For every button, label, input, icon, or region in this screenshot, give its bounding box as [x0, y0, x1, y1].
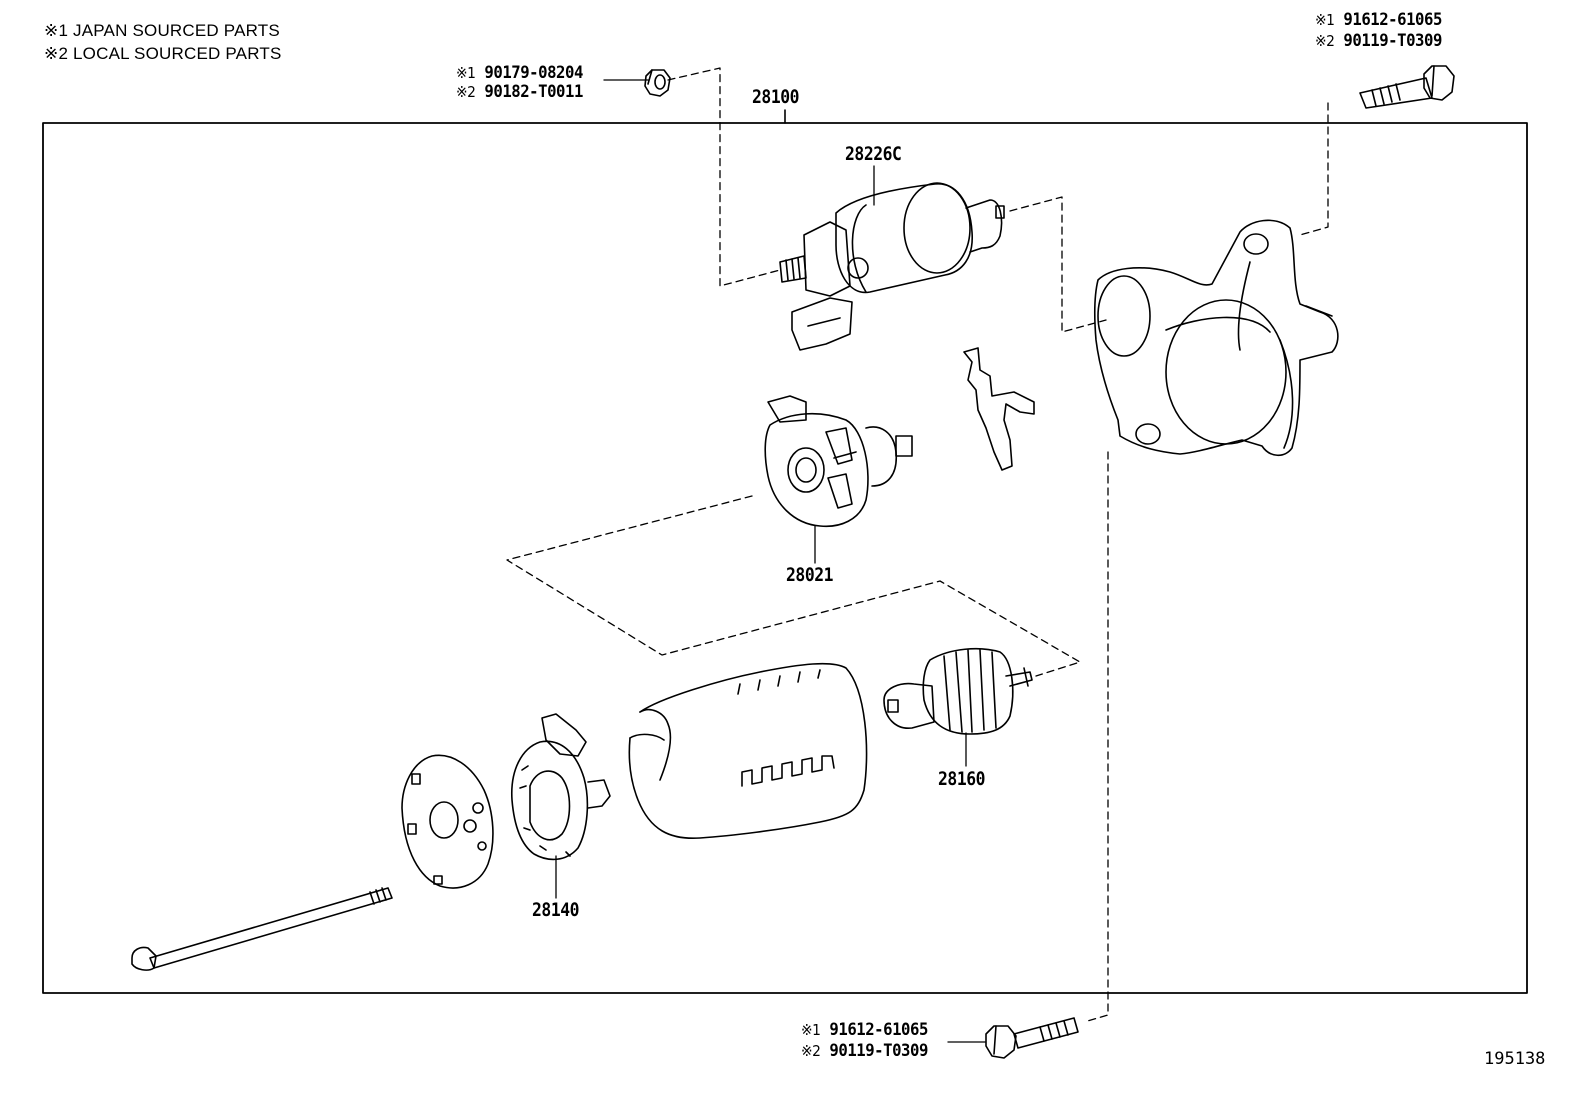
- nut-reference-japan: ※1 90179-08204: [456, 63, 583, 83]
- legend-local-sourced: ※2 LOCAL SOURCED PARTS: [44, 44, 282, 63]
- drive-housing-part: [1093, 219, 1339, 457]
- part-number-end-frame: 28140: [532, 899, 580, 921]
- part-number-assembly: 28100: [752, 86, 800, 108]
- through-bolt-part: [131, 887, 393, 971]
- solenoid-part: [779, 182, 1005, 351]
- assembly-frame: [42, 122, 1528, 994]
- bolt-bottom-part: [985, 1017, 1079, 1059]
- end-frame-part: [511, 713, 611, 861]
- legend-japan-sourced: ※1 JAPAN SOURCED PARTS: [44, 21, 280, 40]
- bolt-bottom-reference-japan: ※1 91612-61065: [801, 1020, 928, 1040]
- assembly-dashed-lines: [506, 67, 1329, 1023]
- shift-lever-part: [963, 347, 1035, 471]
- end-cover-part: [401, 754, 494, 889]
- illustration-id: 195138: [1484, 1049, 1546, 1069]
- nut-reference-local: ※2 90182-T0011: [456, 82, 583, 102]
- leader-lines: [555, 79, 986, 1043]
- bolt-top-part: [1359, 65, 1455, 109]
- bolt-top-reference-local: ※2 90119-T0309: [1315, 31, 1442, 51]
- brush-holder-part: [764, 395, 913, 528]
- bolt-top-reference-japan: ※1 91612-61065: [1315, 10, 1442, 30]
- part-number-armature: 28160: [938, 768, 986, 790]
- armature-part: [883, 647, 1033, 735]
- yoke-part: [628, 662, 868, 840]
- part-number-solenoid: 28226C: [845, 143, 902, 165]
- bolt-bottom-reference-local: ※2 90119-T0309: [801, 1041, 928, 1061]
- nut-part: [644, 69, 671, 97]
- part-number-brush-holder: 28021: [786, 564, 834, 586]
